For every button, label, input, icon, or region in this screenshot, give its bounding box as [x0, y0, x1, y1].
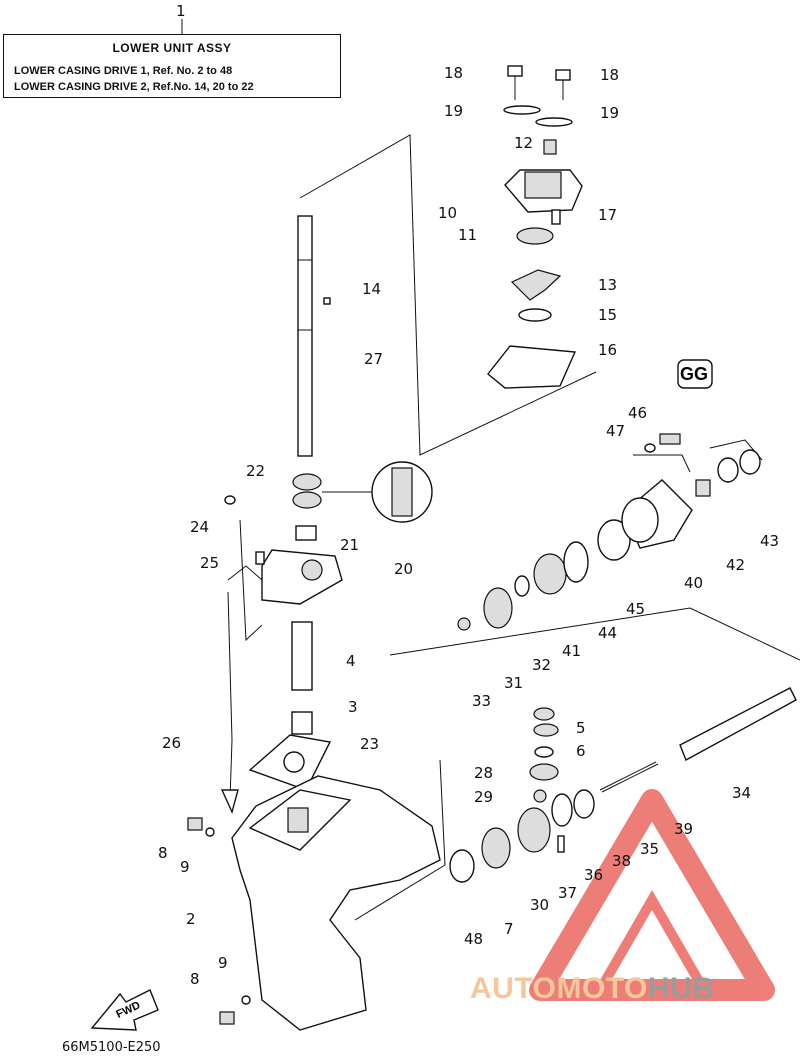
watermark-text-part2: HUB [647, 972, 715, 1005]
callout-47: 47 [606, 422, 625, 440]
title-box: LOWER UNIT ASSY LOWER CASING DRIVE 1, Re… [3, 34, 341, 98]
callout-13: 13 [598, 276, 617, 294]
callout-17: 17 [598, 206, 617, 224]
propeller-shaft-assembly [449, 687, 797, 883]
callout-8: 8 [190, 970, 200, 988]
callout-2: 2 [186, 910, 196, 928]
callout-27: 27 [364, 350, 383, 368]
callout-4: 4 [346, 652, 356, 670]
callout-25: 25 [200, 554, 219, 572]
shift-rod [220, 591, 239, 815]
callout-11: 11 [458, 226, 477, 244]
title-line-2: LOWER CASING DRIVE 2, Ref.No. 14, 20 to … [14, 81, 254, 93]
callout-48: 48 [464, 930, 483, 948]
callout-35: 35 [640, 840, 659, 858]
callout-10: 10 [438, 204, 457, 222]
lube-mark-label: GG [680, 364, 708, 384]
reference-line-casing [354, 759, 446, 921]
callout-18: 18 [444, 64, 463, 82]
callout-6: 6 [576, 742, 586, 760]
watermark-text: AUTOMOTOHUB [470, 972, 714, 1006]
callout-3: 3 [348, 698, 358, 716]
callout-39: 39 [674, 820, 693, 838]
callout-42: 42 [726, 556, 745, 574]
callout-14: 14 [362, 280, 381, 298]
callout-44: 44 [598, 624, 617, 642]
drive-shaft [297, 215, 331, 457]
callout-20: 20 [394, 560, 413, 578]
casing-bolts [187, 817, 251, 1025]
gear-and-bearing-group [457, 359, 761, 631]
callout-26: 26 [162, 734, 181, 752]
title-heading: LOWER UNIT ASSY [112, 41, 232, 55]
watermark-logo-icon [529, 789, 775, 1001]
bearing-housing [224, 495, 343, 605]
callout-33: 33 [472, 692, 491, 710]
reference-line-gear-group [389, 607, 800, 661]
callout-9: 9 [218, 954, 228, 972]
watermark-text-part1: AUTOMOTO [470, 972, 648, 1005]
callout-24: 24 [190, 518, 209, 536]
callout-30: 30 [530, 896, 549, 914]
callout-41: 41 [562, 642, 581, 660]
sleeves-and-gasket [248, 621, 332, 791]
callout-45: 45 [626, 600, 645, 618]
ref-label-title: 1 [176, 2, 186, 20]
callout-8: 8 [158, 844, 168, 862]
callout-40: 40 [684, 574, 703, 592]
callout-31: 31 [504, 674, 523, 692]
callout-22: 22 [246, 462, 265, 480]
callout-28: 28 [474, 764, 493, 782]
callout-5: 5 [576, 719, 586, 737]
title-line-1: LOWER CASING DRIVE 1, Ref. No. 2 to 48 [14, 65, 233, 77]
callout-34: 34 [732, 784, 751, 802]
callout-36: 36 [584, 866, 603, 884]
callout-19: 19 [600, 104, 619, 122]
callout-15: 15 [598, 306, 617, 324]
callout-38: 38 [612, 852, 631, 870]
upper-bearings [292, 461, 433, 541]
reference-line-driveshaft [299, 134, 597, 456]
callout-7: 7 [504, 920, 514, 938]
callout-46: 46 [628, 404, 647, 422]
callout-19: 19 [444, 102, 463, 120]
water-pump-assembly [487, 65, 583, 389]
callout-18: 18 [600, 66, 619, 84]
forward-direction-arrow-icon: FWD [90, 989, 159, 1031]
callout-37: 37 [558, 884, 577, 902]
callout-12: 12 [514, 134, 533, 152]
lower-casing [231, 775, 441, 1031]
callout-16: 16 [598, 341, 617, 359]
callout-29: 29 [474, 788, 493, 806]
callout-21: 21 [340, 536, 359, 554]
callout-9: 9 [180, 858, 190, 876]
drawing-code: 66M5100-E250 [62, 1040, 161, 1055]
callout-43: 43 [760, 532, 779, 550]
callout-23: 23 [360, 735, 379, 753]
callout-32: 32 [532, 656, 551, 674]
